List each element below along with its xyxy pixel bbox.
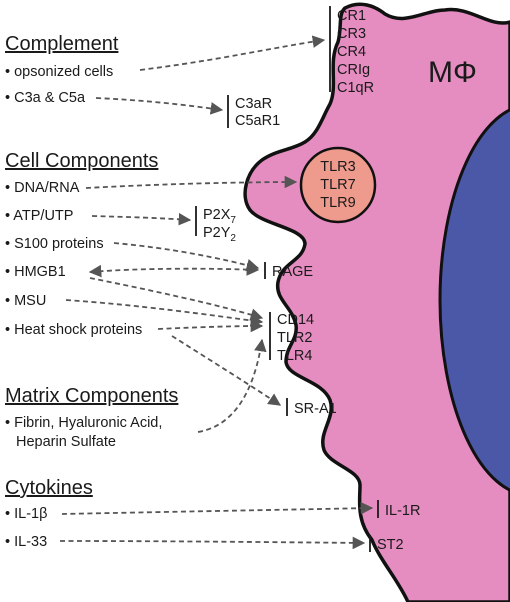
arrow-hsp-to-tlr bbox=[157, 319, 264, 333]
receptor-cr1: CR1 bbox=[337, 8, 366, 24]
arrow-hmgb1-to-rage bbox=[88, 263, 260, 278]
arrow-hsp-to-sra bbox=[171, 335, 282, 406]
arrow-c3a-to-c3ar bbox=[95, 97, 224, 115]
receptor-tlr3: TLR3 bbox=[320, 159, 355, 175]
ligand-dna-rna: • DNA/RNA bbox=[5, 180, 80, 196]
ligand-opsonized-cells: • opsonized cells bbox=[5, 64, 113, 80]
ligand-atp-utp: • ATP/UTP bbox=[5, 208, 73, 224]
receptor-cr4: CR4 bbox=[337, 44, 366, 60]
macrophage-cell bbox=[243, 2, 510, 602]
arrow-hmgb1-to-tlr bbox=[89, 277, 264, 321]
receptor-tlr7: TLR7 bbox=[320, 177, 355, 193]
receptor-tlr4: TLR4 bbox=[277, 348, 312, 364]
receptor-sra1: SR-A1 bbox=[294, 401, 337, 417]
heading-complement: Complement bbox=[5, 33, 119, 55]
arrow-dna-to-tlr bbox=[85, 175, 298, 189]
heading-cytokines: Cytokines bbox=[5, 477, 93, 499]
ligand-s100: • S100 proteins bbox=[5, 236, 104, 252]
ligand-heat-shock: • Heat shock proteins bbox=[5, 322, 142, 338]
receptor-il1r: IL-1R bbox=[385, 503, 420, 519]
receptor-cr3: CR3 bbox=[337, 26, 366, 42]
ligand-msu: • MSU bbox=[5, 293, 46, 309]
arrow-matrix-to-tlr bbox=[197, 338, 267, 433]
ligand-heparin: Heparin Sulfate bbox=[16, 434, 116, 450]
ligand-il1b: • IL-1β bbox=[5, 506, 47, 522]
arrow-msu-to-tlr bbox=[65, 299, 264, 327]
receptor-tlr2: TLR2 bbox=[277, 330, 312, 346]
receptor-crig: CRIg bbox=[337, 62, 370, 78]
receptor-p2x7: P2X7 bbox=[203, 207, 236, 226]
nucleus bbox=[438, 108, 510, 492]
receptor-st2: ST2 bbox=[377, 537, 404, 553]
heading-matrix-components: Matrix Components bbox=[5, 385, 178, 407]
ligand-hmgb1: • HMGB1 bbox=[5, 264, 66, 280]
ligand-il33: • IL-33 bbox=[5, 534, 47, 550]
receptor-c5ar1: C5aR1 bbox=[235, 113, 280, 129]
receptor-p2y2: P2Y2 bbox=[203, 225, 236, 244]
endosome bbox=[299, 146, 377, 224]
ligand-fibrin: • Fibrin, Hyaluronic Acid, bbox=[5, 415, 162, 431]
cell-label: MΦ bbox=[428, 56, 477, 89]
receptor-tlr9: TLR9 bbox=[320, 195, 355, 211]
receptor-c1qr: C1qR bbox=[337, 80, 374, 96]
arrow-s100-to-rage bbox=[113, 242, 260, 272]
arrow-opsonized-to-cr bbox=[139, 35, 326, 71]
arrow-atp-to-p2 bbox=[91, 212, 192, 226]
arrow-il33-to-st2 bbox=[59, 536, 366, 550]
complement-receptor-list: CR1 CR3 CR4 CRIg C1qR bbox=[337, 8, 374, 96]
receptor-rage: RAGE bbox=[272, 264, 313, 280]
arrow-il1b-to-il1r bbox=[61, 501, 374, 515]
receptor-c3ar: C3aR bbox=[235, 96, 272, 112]
heading-cell-components: Cell Components bbox=[5, 150, 158, 172]
ligand-c3a-c5a: • C3a & C5a bbox=[5, 90, 86, 106]
receptor-cd14: CD14 bbox=[277, 312, 314, 328]
